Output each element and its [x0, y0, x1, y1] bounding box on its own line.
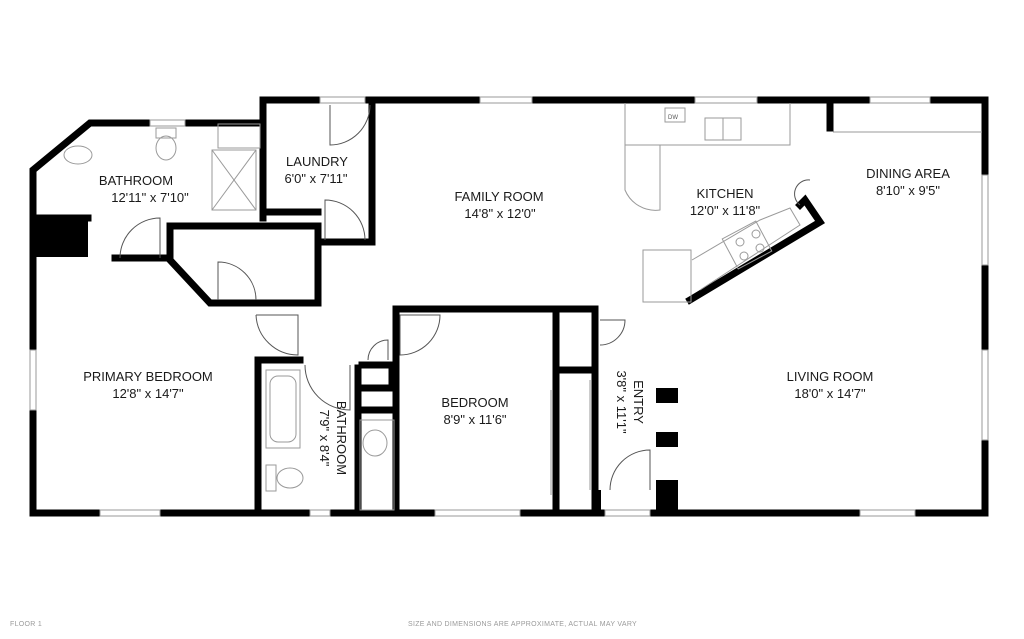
window-primary-west: [29, 349, 37, 411]
chimney-block: [36, 221, 88, 257]
window-dining-east: [981, 174, 989, 266]
disclaimer-text: SIZE AND DIMENSIONS ARE APPROXIMATE, ACT…: [408, 621, 638, 628]
room-dims-laundry: 6'0" x 7'11": [284, 171, 347, 186]
entry-wall-stub: [595, 490, 601, 513]
exterior-wall-north: [29, 96, 989, 517]
room-dims-family-room: 14'8" x 12'0": [464, 206, 536, 221]
window-living-south: [859, 509, 916, 517]
burner-4-icon: [755, 243, 765, 253]
kitchen-peninsula: [685, 194, 825, 305]
room-dims-bathroom-2: 7'9" x 8'4": [317, 410, 332, 467]
doors: [119, 104, 811, 491]
kitchen-counter-north: [624, 103, 791, 146]
burner-1-icon: [735, 237, 745, 247]
sink-bath2-icon: [362, 429, 388, 457]
burner-2-icon: [751, 229, 761, 239]
entry-column-3: [656, 480, 678, 513]
window-dining-north: [869, 96, 931, 104]
room-name-bathroom-1: BATHROOM: [99, 173, 173, 188]
shower-x-2: [211, 149, 257, 211]
window-entry-south: [604, 509, 651, 517]
fixtures: DW: [63, 103, 982, 511]
kitchen-island-curve: [624, 145, 661, 211]
door-closet-bath: [367, 339, 389, 361]
entry-column-2: [656, 432, 678, 447]
window-laundry-north: [319, 96, 366, 104]
walls: [29, 96, 989, 517]
sink-bath1-icon: [63, 145, 93, 165]
room-dims-entry: 3'8" x 11'1": [614, 370, 629, 433]
door-bath2: [304, 364, 351, 411]
door-bath1: [119, 217, 161, 259]
room-dims-bedroom: 8'9" x 11'6": [443, 412, 506, 427]
toilet-bath1-icon: [155, 135, 177, 161]
room-name-dining-area: DINING AREA: [866, 166, 950, 181]
room-dims-dining-area: 8'10" x 9'5": [876, 183, 940, 198]
window-family-north: [479, 96, 533, 104]
room-dims-kitchen: 12'0" x 11'8": [690, 203, 761, 218]
room-dims-bathroom-1: 12'11" x 7'10": [111, 190, 189, 205]
shower-bath1-icon: [211, 149, 257, 211]
window-living-east: [981, 349, 989, 441]
burner-3-icon: [739, 251, 749, 261]
windows: [29, 96, 989, 517]
kitchen-counter-peninsula: [691, 207, 801, 291]
wall-closet-bath: [358, 361, 396, 392]
toilet-bath2-tank-icon: [265, 464, 277, 492]
toilet-bath1-tank-icon: [155, 127, 177, 139]
door-laundry: [329, 104, 371, 146]
door-bedroom: [399, 314, 441, 356]
room-name-kitchen: KITCHEN: [696, 186, 753, 201]
room-dims-living-room: 18'0" x 14'7": [794, 386, 866, 401]
wall-blocks: [36, 221, 678, 513]
room-name-entry: ENTRY: [631, 380, 646, 424]
bathtub-icon: [265, 369, 301, 449]
room-name-family-room: FAMILY ROOM: [454, 189, 543, 204]
door-primary: [255, 314, 299, 356]
room-labels: BATHROOM 12'11" x 7'10" LAUNDRY 6'0" x 7…: [83, 154, 950, 475]
window-primary-south: [99, 509, 161, 517]
bathtub-inner-icon: [269, 375, 297, 443]
dishwasher-icon: [664, 107, 686, 123]
door-kitchen-pantry: [794, 179, 811, 206]
window-bath1-north: [149, 119, 186, 127]
toilet-bath2-icon: [276, 467, 304, 489]
room-name-bathroom-2: BATHROOM: [334, 401, 349, 475]
room-name-living-room: LIVING ROOM: [787, 369, 874, 384]
entry-column-1: [656, 388, 678, 403]
door-laundry-2: [324, 199, 366, 241]
floor-label: FLOOR 1: [10, 621, 43, 628]
room-name-laundry: LAUNDRY: [286, 154, 348, 169]
door-entry-front: [609, 449, 651, 491]
refrigerator-icon: [642, 249, 692, 303]
closet-bath1: [217, 123, 261, 149]
window-bath2-south: [309, 509, 331, 517]
wall-entry-closet: [552, 305, 599, 517]
vanity-bath2: [359, 419, 395, 511]
range-icon: [721, 220, 773, 270]
window-bedroom-south: [434, 509, 521, 517]
door-closet-hall: [217, 261, 257, 301]
door-entry-closet: [599, 319, 626, 346]
room-name-primary-bedroom: PRIMARY BEDROOM: [83, 369, 213, 384]
window-kitchen-north: [694, 96, 758, 104]
room-dims-primary-bedroom: 12'8" x 14'7": [112, 386, 184, 401]
room-name-bedroom: BEDROOM: [441, 395, 508, 410]
wall-hall-closet: [166, 222, 322, 307]
dishwasher-label: DW: [668, 115, 678, 121]
